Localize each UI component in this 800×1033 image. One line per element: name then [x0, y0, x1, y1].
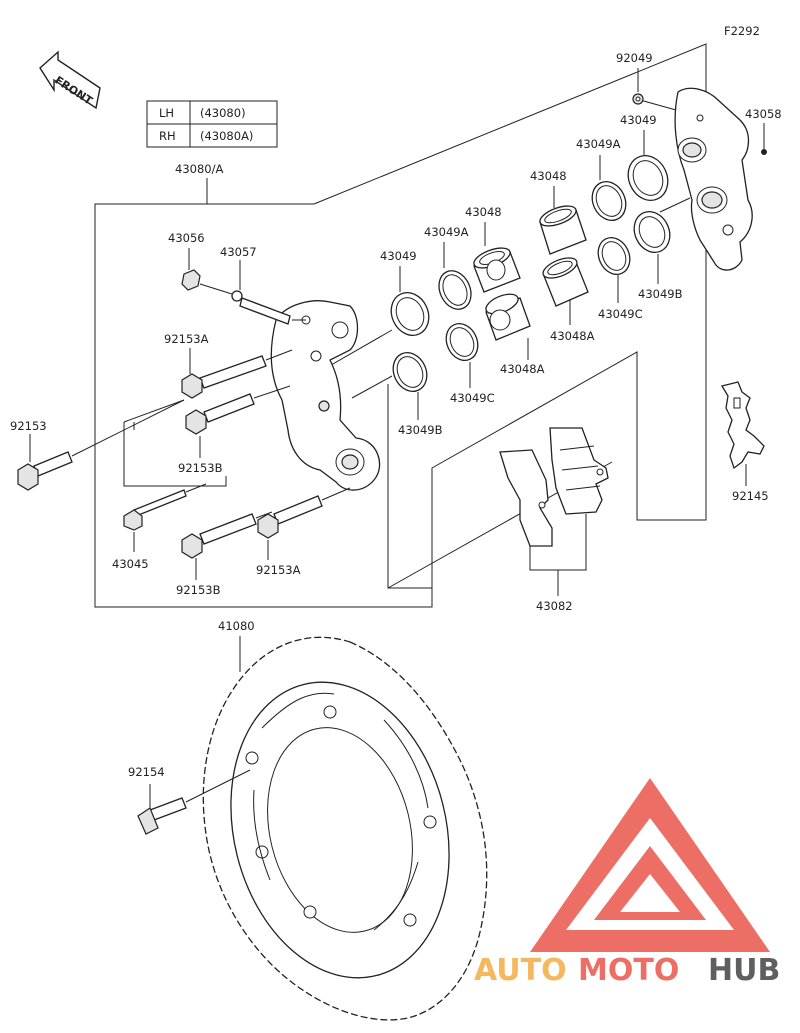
- cap-43057: [231, 290, 291, 325]
- pin-43045: [123, 489, 187, 531]
- label-43057: 43057: [220, 245, 257, 259]
- watermark-auto: AUTO: [474, 953, 567, 988]
- seal-43049B-mid: [392, 352, 428, 392]
- label-92153A-bottom: 92153A: [256, 563, 301, 577]
- assembly-bracket: [94, 203, 433, 608]
- brake-pad-right: [549, 427, 609, 515]
- label-92153A-top: 92153A: [164, 332, 209, 346]
- label-43045: 43045: [112, 557, 149, 571]
- seal-43049C-right: [597, 237, 631, 275]
- label-43048-mid: 43048: [465, 205, 502, 219]
- label-43048A-right: 43048A: [550, 329, 595, 343]
- automotohub-logo: AUTO MOTO HUB: [474, 778, 780, 988]
- label-43049A-mid: 43049A: [424, 225, 469, 239]
- piston-43048-mid: [473, 247, 521, 293]
- variant-code-lh: (43080): [200, 106, 246, 120]
- variant-code-rh: (43080A): [200, 129, 253, 143]
- label-92153B-bottom: 92153B: [176, 583, 221, 597]
- pad-spring-92145: [720, 381, 765, 470]
- label-41080: 41080: [218, 619, 255, 633]
- label-92154: 92154: [128, 765, 165, 779]
- seal-43049B-right: [633, 211, 671, 253]
- bleeder-screw-43058: [761, 149, 767, 155]
- pad-bracket: [431, 351, 707, 588]
- variant-side-rh: RH: [159, 129, 176, 143]
- piston-43048-top: [539, 205, 587, 255]
- watermark-hub: HUB: [708, 953, 780, 988]
- bolt-92154: [137, 797, 187, 835]
- piston-43048A-right: [542, 257, 589, 307]
- variant-side-lh: LH: [159, 106, 174, 120]
- assembly-bracket-top: [313, 43, 707, 435]
- brake-disc-41080: [202, 636, 488, 1021]
- label-92153: 92153: [10, 419, 47, 433]
- watermark-moto: MOTO: [578, 953, 679, 988]
- seal-43049-top: [627, 155, 669, 201]
- label-43049C-right: 43049C: [598, 307, 643, 321]
- label-43056: 43056: [168, 231, 205, 245]
- assembly-label: 43080/A: [175, 162, 223, 176]
- label-92153B-top: 92153B: [178, 461, 223, 475]
- label-43048-top: 43048: [530, 169, 567, 183]
- piston-43048A-mid: [485, 293, 531, 341]
- seal-43049A-mid: [438, 270, 472, 310]
- label-92145: 92145: [732, 489, 769, 503]
- bolt-92153A-top: [181, 355, 267, 399]
- brake-pad-left: [499, 449, 553, 547]
- label-43049B-mid: 43049B: [398, 423, 443, 437]
- seal-43049C-mid: [445, 323, 479, 361]
- variant-table: LH (43080) RH (43080A): [146, 100, 278, 148]
- bleeder-nut-43056: [181, 269, 201, 291]
- label-43049B-right: 43049B: [638, 287, 683, 301]
- label-43048A-mid: 43048A: [500, 362, 545, 376]
- bolt-92153B-top: [185, 393, 255, 435]
- bolt-92153: [17, 451, 73, 491]
- caliper-right-half: [674, 87, 753, 271]
- label-43049-mid: 43049: [380, 249, 417, 263]
- seal-43049-mid: [390, 292, 430, 336]
- label-43049-top: 43049: [620, 113, 657, 127]
- label-43058: 43058: [745, 107, 782, 121]
- label-43082: 43082: [536, 599, 573, 613]
- label-43049C-mid: 43049C: [450, 391, 495, 405]
- bolt-92153A-bottom: [257, 495, 323, 539]
- caliper-left-half: [270, 300, 381, 491]
- bolt-92153B-bottom: [181, 513, 257, 559]
- label-43049A-top: 43049A: [576, 137, 621, 151]
- label-92049: 92049: [616, 51, 653, 65]
- seal-43049A-top: [591, 181, 627, 221]
- front-arrow-icon: FRONT: [39, 50, 101, 110]
- diagram-code: F2292: [724, 24, 760, 38]
